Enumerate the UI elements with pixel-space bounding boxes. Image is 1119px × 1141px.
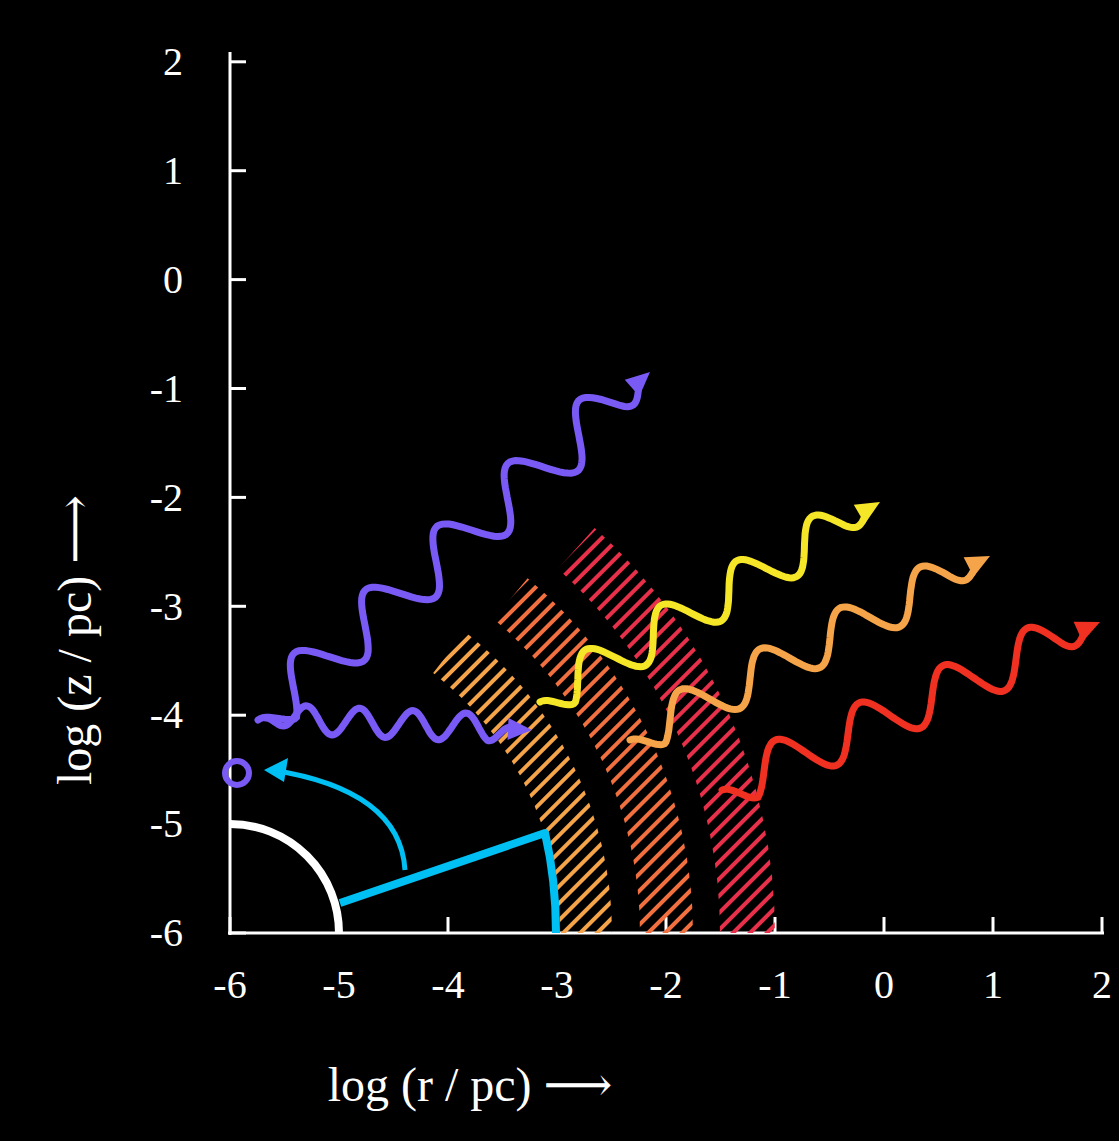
y-tick-label: -6 bbox=[150, 913, 183, 953]
y-tick-label: -2 bbox=[150, 478, 183, 518]
photon-wave bbox=[722, 627, 1087, 798]
photon-wave bbox=[258, 381, 640, 720]
y-tick-label: 0 bbox=[163, 260, 183, 300]
x-tick-label: -4 bbox=[431, 965, 464, 1005]
y-tick bbox=[230, 714, 246, 717]
x-tick-label: 2 bbox=[1092, 965, 1112, 1005]
wave-arrowhead bbox=[1074, 622, 1100, 642]
y-tick bbox=[230, 605, 246, 608]
inner-sphere bbox=[230, 824, 339, 933]
y-tick bbox=[230, 60, 246, 63]
ticks bbox=[230, 62, 1102, 933]
y-tick-label: 2 bbox=[163, 42, 183, 82]
axis-title: log (r / pc) ⟶ bbox=[328, 1061, 613, 1109]
x-tick bbox=[992, 917, 995, 933]
y-tick bbox=[230, 387, 246, 390]
x-tick-label: -6 bbox=[213, 965, 246, 1005]
disk bbox=[340, 833, 556, 933]
hatched-bands bbox=[433, 528, 775, 933]
axis-title: log (z / pc) ⟶ bbox=[51, 495, 99, 785]
x-tick bbox=[447, 917, 450, 933]
photon-waves bbox=[258, 372, 1100, 798]
x-tick-label: -2 bbox=[649, 965, 682, 1005]
y-tick-label: -4 bbox=[150, 695, 183, 735]
corona-dot bbox=[225, 761, 249, 785]
y-tick-label: -1 bbox=[150, 369, 183, 409]
cyan-arrow bbox=[272, 770, 405, 870]
wave-arrowhead bbox=[625, 372, 650, 396]
y-tick bbox=[230, 932, 246, 935]
photon-wave bbox=[266, 706, 518, 741]
wave-arrowhead bbox=[964, 556, 990, 577]
y-tick-label: -5 bbox=[150, 804, 183, 844]
cyan-arrowhead bbox=[264, 758, 288, 782]
x-tick-label: -5 bbox=[322, 965, 355, 1005]
x-tick bbox=[229, 917, 232, 933]
x-tick-label: 0 bbox=[874, 965, 894, 1005]
x-tick bbox=[1101, 917, 1104, 933]
y-tick bbox=[230, 169, 246, 172]
y-tick bbox=[230, 496, 246, 499]
x-tick-label: 1 bbox=[983, 965, 1003, 1005]
y-tick-label: -3 bbox=[150, 587, 183, 627]
y-tick-label: 1 bbox=[163, 151, 183, 191]
axes bbox=[228, 52, 1104, 935]
wave-arrowhead bbox=[854, 502, 880, 524]
wave-arrowhead bbox=[508, 718, 532, 740]
photon-wave bbox=[540, 509, 868, 705]
x-tick-label: -3 bbox=[540, 965, 573, 1005]
y-tick bbox=[230, 278, 246, 281]
x-tick-label: -1 bbox=[758, 965, 791, 1005]
x-tick bbox=[883, 917, 886, 933]
